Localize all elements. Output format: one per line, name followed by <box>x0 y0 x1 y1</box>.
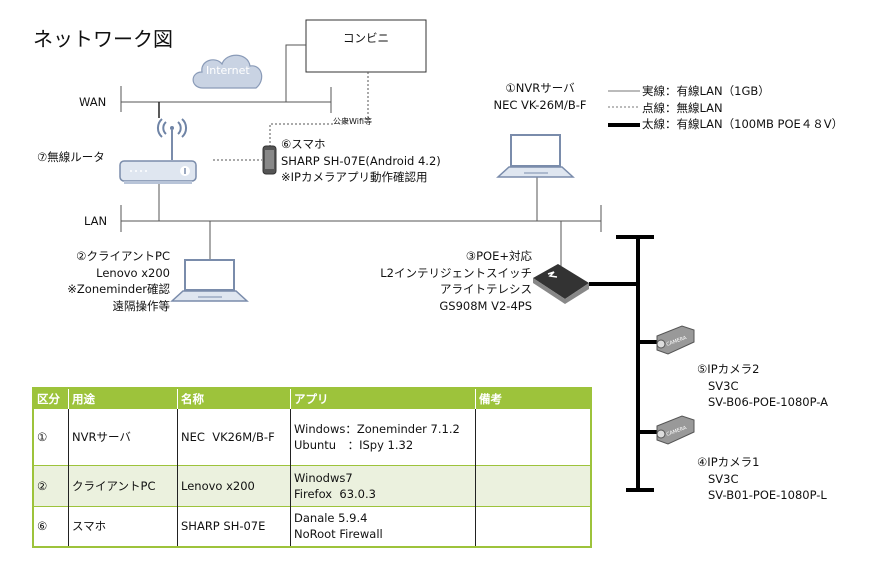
konbini-wan-link <box>285 44 306 102</box>
app-line: Danale 5.9.4 <box>294 511 368 526</box>
camera1-maker: SV3C <box>708 471 739 486</box>
switch-name: ③POE+対応 <box>465 249 532 263</box>
app-line: Firefox 63.0.3 <box>294 487 376 501</box>
camera1-model: SV-B01-POE-1080P-L <box>708 488 827 502</box>
client-pc-label: ②クライアントPC Lenovo x200 ※Zoneminder確認 遠隔操作… <box>20 248 170 314</box>
camera2-name: ⑤IPカメラ2 <box>697 362 760 376</box>
cell-category: ① <box>33 408 69 466</box>
wireless-router-icon <box>119 118 197 184</box>
wifi-phone-link <box>269 123 333 146</box>
cell-name: SHARP SH-07E <box>177 506 291 547</box>
camera2-label: ⑤IPカメラ2 SV3C SV-B06-POE-1080P-A <box>697 361 828 411</box>
konbini-label: コンビニ <box>343 31 389 45</box>
app-line: Ubuntu ：ISpy 1.32 <box>294 438 414 452</box>
public-wifi-label: 公衆Wifi等 <box>333 117 372 126</box>
client-pc-laptop-icon <box>170 259 249 302</box>
cell-category: ⑥ <box>33 506 69 547</box>
app-line: Windows：Zoneminder 7.1.2 <box>294 422 460 436</box>
cell-usage: NVRサーバ <box>68 408 178 466</box>
page-title: ネットワーク図 <box>33 27 173 51</box>
client-note-1: ※Zoneminder確認 <box>67 282 170 296</box>
smartphone-model: SHARP SH-07E(Android 4.2) <box>281 153 441 168</box>
wan-label: WAN <box>79 95 107 109</box>
header-notes: 備考 <box>475 388 592 409</box>
camera1-label: ④IPカメラ1 SV3C SV-B01-POE-1080P-L <box>697 454 827 504</box>
app-line: NoRoot Firewall <box>294 527 383 542</box>
switch-maker: アライトテレシス <box>440 282 532 296</box>
cell-notes <box>475 465 592 507</box>
smartphone-name: ⑥スマホ <box>281 137 326 151</box>
cell-usage: クライアントPC <box>68 465 178 507</box>
poe-switch-icon <box>533 264 589 304</box>
header-usage: 用途 <box>68 388 178 409</box>
switch-label: ③POE+対応 L2インテリジェントスイッチ アライトテレシス GS908M V… <box>330 248 532 314</box>
ip-camera-1-icon: CAMERA <box>656 415 695 445</box>
smartphone-note: ※IPカメラアプリ動作確認用 <box>281 170 428 184</box>
konbini-box <box>305 19 427 73</box>
header-category: 区分 <box>33 388 69 409</box>
ip-camera-2-icon: CAMERA <box>656 325 695 355</box>
legend-thick: 太線：有線LAN（100MB POE４８V） <box>642 117 844 131</box>
client-note-2: 遠隔操作等 <box>112 298 171 313</box>
cell-notes <box>475 506 592 547</box>
client-model: Lenovo x200 <box>96 265 170 280</box>
nvr-model: NEC VK-26M/B-F <box>493 97 587 112</box>
camera1-name: ④IPカメラ1 <box>697 455 760 469</box>
internet-cloud-icon <box>192 54 263 89</box>
cell-notes <box>475 408 592 466</box>
lan-label: LAN <box>84 214 108 228</box>
cell-name: Lenovo x200 <box>177 465 291 507</box>
smartphone-icon <box>262 145 277 175</box>
app-line: Winodws7 <box>294 471 353 485</box>
switch-model: GS908M V2-4PS <box>439 298 532 313</box>
cell-category: ② <box>33 465 69 507</box>
cell-name: NEC VK26M/B-F <box>177 408 291 466</box>
nvr-label: ①NVRサーバ NEC VK-26M/B-F <box>470 80 610 113</box>
legend: 実線：有線LAN（1GB） 点線：無線LAN 太線：有線LAN（100MB PO… <box>642 83 843 133</box>
nvr-name: ①NVRサーバ <box>505 81 575 95</box>
legend-dotted: 点線：無線LAN <box>642 100 723 115</box>
client-name: ②クライアントPC <box>76 249 170 263</box>
table-row: ① NVRサーバ NEC VK26M/B-F Windows：Zoneminde… <box>33 408 592 466</box>
smartphone-label: ⑥スマホ SHARP SH-07E(Android 4.2) ※IPカメラアプリ… <box>281 136 441 186</box>
legend-solid: 実線：有線LAN（1GB） <box>642 84 770 98</box>
switch-type: L2インテリジェントスイッチ <box>380 265 532 280</box>
cell-usage: スマホ <box>68 506 178 547</box>
poe-bus <box>589 235 657 492</box>
table-header: 区分 用途 名称 アプリ 備考 <box>33 388 592 409</box>
device-table: 区分 用途 名称 アプリ 備考 ① NVRサーバ NEC VK26M/B-F W… <box>32 387 592 548</box>
internet-label: Internet <box>206 64 250 77</box>
nvr-server-laptop-icon <box>496 134 575 178</box>
header-app: アプリ <box>290 388 476 409</box>
camera2-model: SV-B06-POE-1080P-A <box>708 395 829 409</box>
camera2-maker: SV3C <box>708 378 739 393</box>
router-label: ⑦無線ルータ <box>37 150 105 164</box>
header-name: 名称 <box>177 388 291 409</box>
